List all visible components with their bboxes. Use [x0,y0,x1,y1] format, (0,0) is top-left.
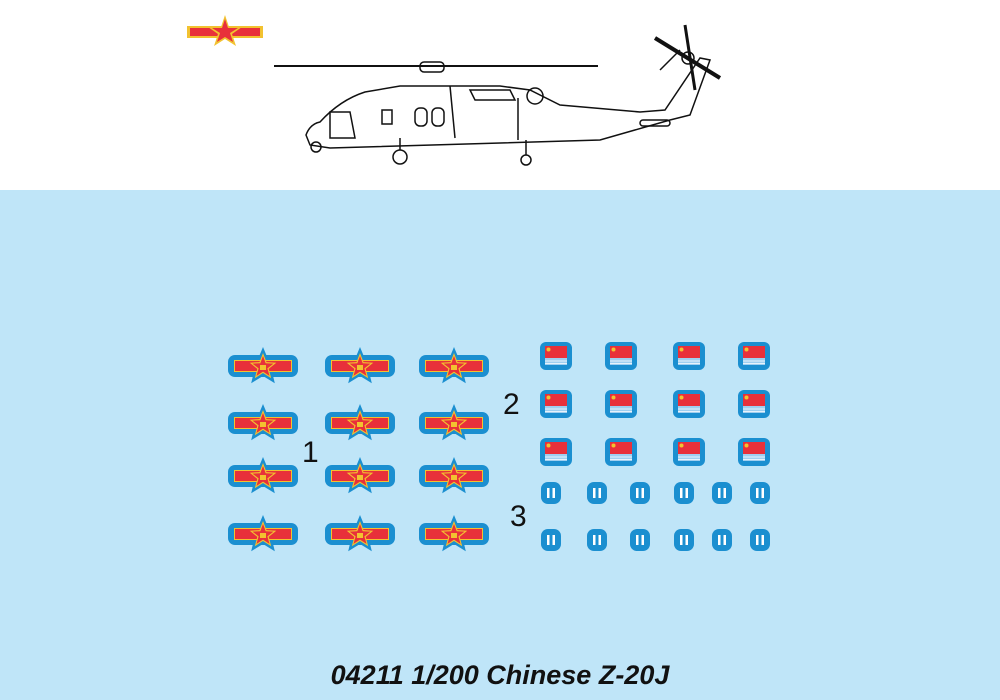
flag-decal [540,342,572,370]
roundel-decal [419,347,489,384]
roundel-decal [325,457,395,494]
oval-decal [587,529,607,551]
oval-decal [630,482,650,504]
flag-decal [540,438,572,466]
flag-decal [673,438,705,466]
product-title: 04211 1/200 Chinese Z-20J [330,660,670,690]
roundel-decal [325,347,395,384]
oval-decal [712,482,732,504]
oval-decal [750,529,770,551]
oval-decal [712,529,732,551]
roundel-decal [228,457,298,494]
oval-decal [587,482,607,504]
roundel-decal [325,404,395,441]
flag-decal [738,390,770,418]
roundel-decal [419,404,489,441]
set-number-1: 1 [302,436,319,469]
oval-decal [674,529,694,551]
roundel-decal [419,457,489,494]
roundel-decal [419,515,489,552]
roundel-decal [228,515,298,552]
roundel-profile-icon [187,15,263,46]
profile-panel [0,0,1000,190]
set-number-3: 3 [510,500,527,533]
oval-decal [674,482,694,504]
oval-decal [541,529,561,551]
flag-decal [605,342,637,370]
roundel-decal [228,347,298,384]
oval-decal [630,529,650,551]
flag-decal [738,438,770,466]
roundel-decal [228,404,298,441]
flag-decal [540,390,572,418]
decal-sheet [0,190,1000,700]
oval-decal [750,482,770,504]
oval-decal [541,482,561,504]
flag-decal [673,390,705,418]
set-number-2: 2 [503,388,520,421]
flag-decal [605,390,637,418]
flag-decal [738,342,770,370]
roundel-decal [325,515,395,552]
flag-decal [605,438,637,466]
flag-decal [673,342,705,370]
helicopter-side-view [274,24,722,166]
